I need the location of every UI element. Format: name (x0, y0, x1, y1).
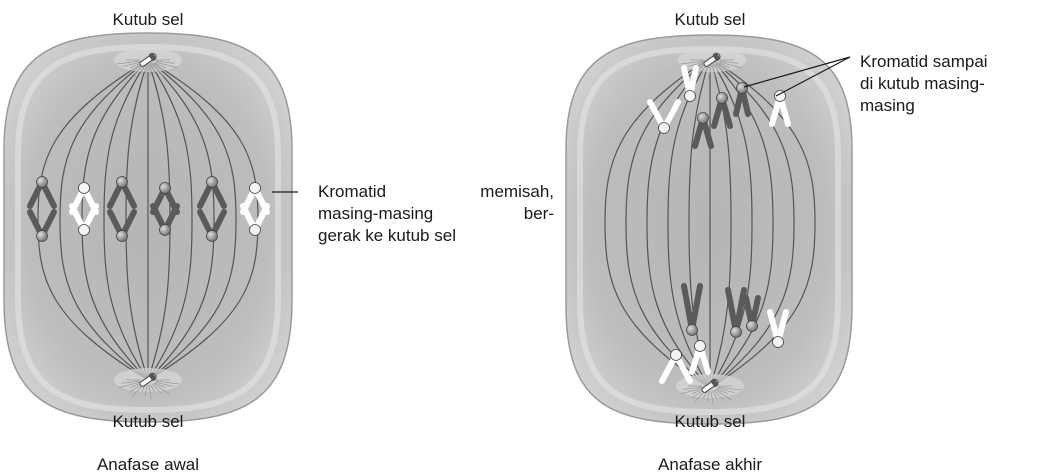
centromere (250, 183, 261, 194)
centromere (207, 231, 218, 242)
centromere (773, 337, 784, 348)
centromere (117, 177, 128, 188)
centromere (79, 183, 90, 194)
centromere (79, 225, 90, 236)
centromere (659, 123, 670, 134)
caption-late-anaphase: Anafase akhir (658, 455, 762, 475)
centromere (747, 321, 758, 332)
cell-early-anaphase (4, 33, 292, 422)
annotation-line: gerak ke kutub sel (318, 225, 554, 247)
centromere (117, 231, 128, 242)
centromere (685, 91, 696, 102)
centromere (671, 350, 682, 361)
annotation-line: masing (860, 95, 988, 117)
pole-label-bottom-left: Kutub sel (113, 412, 184, 432)
centromere (207, 177, 218, 188)
centromere (37, 177, 48, 188)
centromere (698, 113, 709, 124)
centromere (717, 93, 728, 104)
cell-late-anaphase (566, 35, 852, 424)
caption-early-anaphase: Anafase awal (97, 455, 199, 475)
centromere (687, 325, 698, 336)
centromere (737, 83, 748, 94)
pole-label-top-left: Kutub sel (113, 10, 184, 30)
annotation-line: di kutub masing- (860, 73, 988, 95)
annotation-line: Kromatid sampai (860, 51, 988, 73)
pole-label-top-right: Kutub sel (675, 10, 746, 30)
annotation-early-anaphase: Kromatid memisah, masing-masing ber- ger… (318, 181, 554, 247)
annotation-late-anaphase: Kromatid sampai di kutub masing- masing (860, 51, 988, 117)
annotation-line: Kromatid memisah, (318, 181, 554, 203)
centromere (695, 341, 706, 352)
centromere (37, 231, 48, 242)
centromere (731, 327, 742, 338)
annotation-line: masing-masing ber- (318, 203, 554, 225)
centromere (160, 225, 171, 236)
pole-label-bottom-right: Kutub sel (675, 412, 746, 432)
centromere (160, 183, 171, 194)
centromere (250, 225, 261, 236)
